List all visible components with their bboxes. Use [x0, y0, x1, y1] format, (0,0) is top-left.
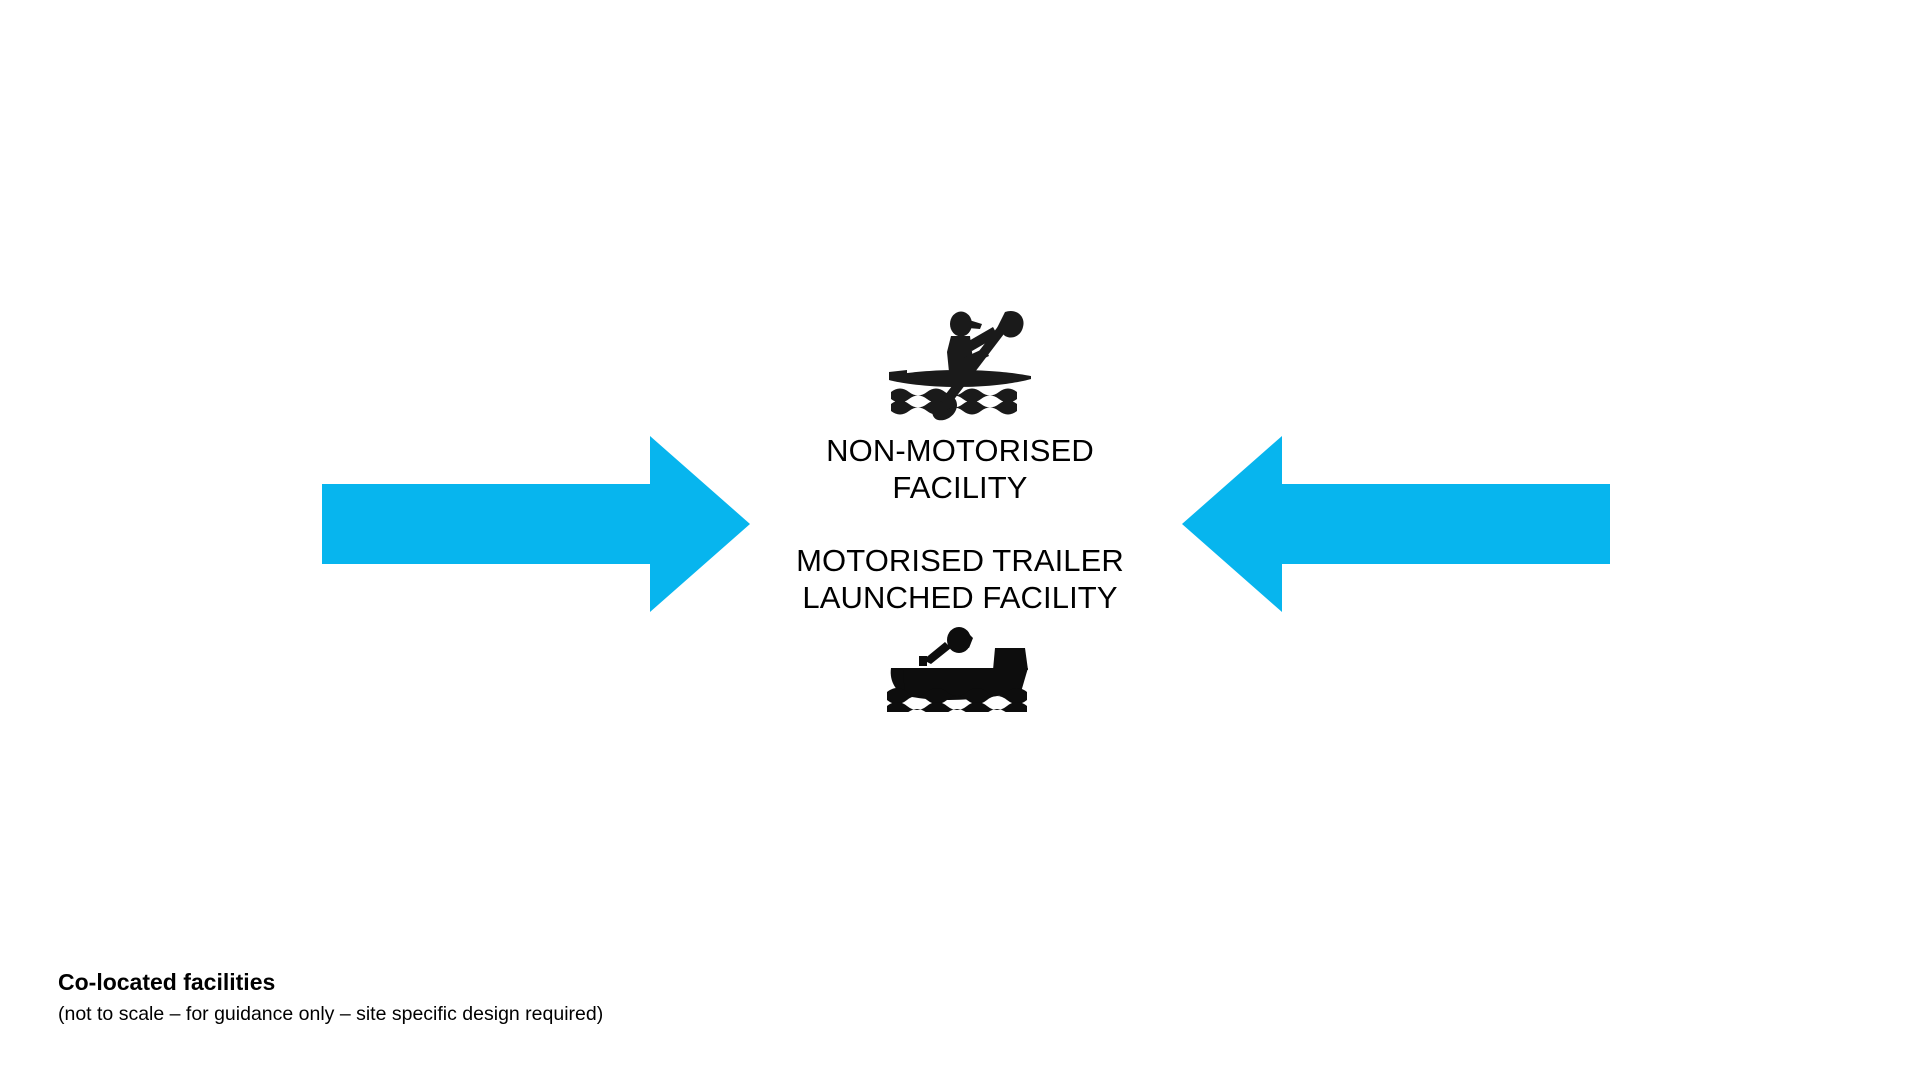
motorboat-icon: [883, 626, 1038, 712]
arrow-pointing-right: [322, 436, 750, 612]
kayak-icon: [885, 310, 1035, 422]
label-non-motorised-facility: NON-MOTORISED FACILITY: [826, 433, 1094, 505]
caption-subtitle: (not to scale – for guidance only – site…: [58, 1003, 604, 1025]
facility-stack: NON-MOTORISED FACILITY MOTORISED TRAILER…: [760, 310, 1160, 712]
caption-block: Co-located facilities (not to scale – fo…: [58, 967, 603, 1028]
kayak-icon-glyph: [889, 310, 1031, 421]
caption-title: Co-located facilities: [58, 969, 276, 995]
arrow-pointing-right-shape: [322, 436, 750, 612]
label-motorised-trailer-launched-facility: MOTORISED TRAILER LAUNCHED FACILITY: [796, 543, 1124, 615]
arrow-pointing-left-shape: [1182, 436, 1610, 612]
arrow-pointing-left: [1182, 436, 1610, 612]
motorboat-icon-glyph: [886, 627, 1028, 712]
